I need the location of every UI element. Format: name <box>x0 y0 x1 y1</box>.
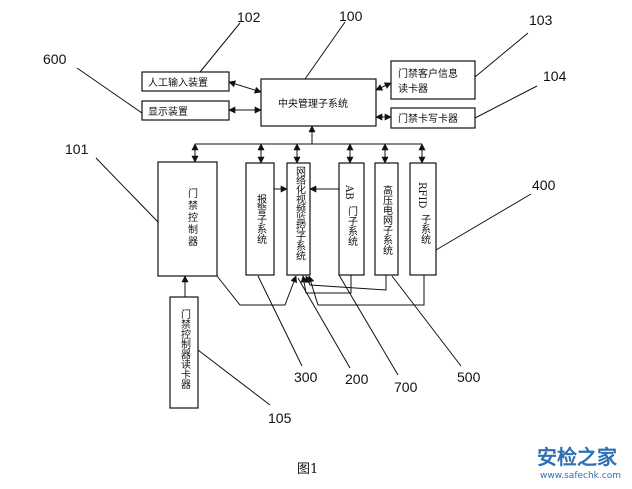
leader-104 <box>474 85 538 119</box>
central-management-box <box>260 78 377 127</box>
rfid-suffix-label: 子系统 <box>419 214 431 244</box>
leader-105 <box>197 349 271 406</box>
card-writer-label: 门禁卡写卡器 <box>398 112 458 125</box>
ref-400: 400 <box>532 177 556 193</box>
arrow-central-reader-info <box>375 82 392 91</box>
video-subsystem-label: 网络化视频监控子系统 <box>294 166 306 261</box>
link-controller-video <box>216 275 298 306</box>
access-controller-box <box>157 161 218 277</box>
leader-102 <box>199 22 241 73</box>
leader-600 <box>76 67 143 114</box>
ab-door-prefix-label: AB <box>343 184 354 200</box>
leader-101 <box>95 157 159 223</box>
ref-300: 300 <box>294 369 318 385</box>
leader-300 <box>257 275 303 367</box>
display-label: 显示装置 <box>148 105 188 118</box>
leader-200 <box>297 277 351 369</box>
leader-103 <box>474 32 529 78</box>
leader-100 <box>304 21 346 80</box>
alarm-subsystem-box <box>245 162 275 276</box>
rfid-subsystem-box <box>409 162 437 276</box>
arrow-input-central <box>228 80 262 94</box>
link-rfid-video <box>307 275 425 306</box>
ref-700: 700 <box>394 379 418 395</box>
leader-400 <box>435 193 532 251</box>
ref-101: 101 <box>65 141 89 157</box>
figure-caption: 图1 <box>297 462 318 477</box>
link-ab-video <box>300 275 352 294</box>
rfid-prefix-label: RFID <box>416 182 427 208</box>
ref-105: 105 <box>268 410 292 426</box>
ref-102: 102 <box>237 9 261 25</box>
watermark-logo: 安检之家 <box>537 445 618 469</box>
card-reader-info-label-1: 门禁客户信息 <box>398 67 458 80</box>
watermark-url: www.safechk.com <box>540 471 621 481</box>
ref-100: 100 <box>339 8 363 24</box>
ref-103: 103 <box>529 12 553 28</box>
ab-door-suffix-label: 门子系统 <box>346 205 358 246</box>
video-subsystem-box <box>286 162 311 276</box>
alarm-subsystem-label: 报警子系统 <box>255 193 267 244</box>
hv-fence-subsystem-label: 高压电网子系统 <box>381 184 393 255</box>
ref-200: 200 <box>345 371 369 387</box>
access-controller-label: 门禁控制器 <box>186 187 198 248</box>
ref-500: 500 <box>457 369 481 385</box>
ref-104: 104 <box>543 68 567 84</box>
ref-600: 600 <box>43 51 67 67</box>
central-management-label: 中央管理子系统 <box>278 97 348 110</box>
leader-700 <box>338 274 399 376</box>
ab-door-subsystem-box <box>338 162 365 276</box>
card-reader-info-box <box>390 60 476 100</box>
card-reader-info-label-2: 读卡器 <box>398 82 428 95</box>
manual-input-label: 人工输入装置 <box>148 76 208 89</box>
controller-reader-label: 门禁控制器读卡器 <box>179 308 191 390</box>
controller-reader-box <box>169 296 199 409</box>
leader-500 <box>391 275 462 367</box>
